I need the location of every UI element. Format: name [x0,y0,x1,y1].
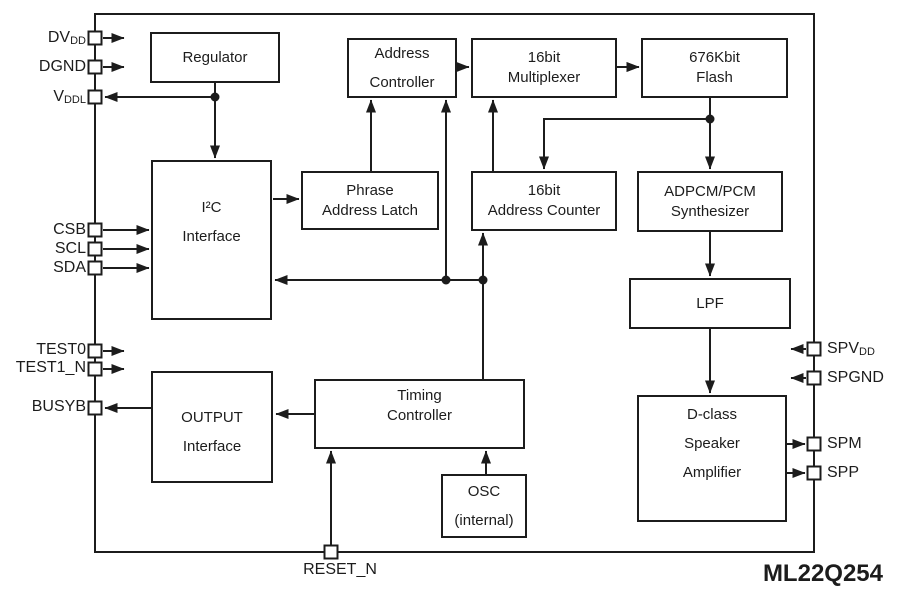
pin-label-dgnd: DGND [38,58,86,75]
pin-square-vddl [87,89,103,105]
block-label: 16bit [527,182,561,199]
block-output-interface: OUTPUT Interface [151,371,273,483]
junction-dot [705,114,715,124]
pin-label-csb: CSB [53,221,86,238]
block-16bit-address-counter: 16bit Address Counter [471,171,617,231]
block-regulator: Regulator [150,32,280,83]
pin-squares [87,30,822,560]
block-label: Phrase [346,181,394,199]
pin-square-spvdd [806,341,822,357]
pin-square-spgnd [806,370,822,386]
pin-square-test1n [87,361,103,377]
block-label: Synthesizer [670,202,750,220]
block-label: Multiplexer [507,69,581,86]
block-label: Controller [386,407,453,424]
pin-label-sda: SDA [53,259,86,276]
block-osc: OSC (internal) [441,474,527,538]
block-label: 676Kbit [689,49,740,66]
wire-flash-counter [539,118,710,170]
pin-label-test1n: TEST1_N [15,359,86,376]
block-label: Address [374,45,430,62]
pin-label-spvdd: SPVDD [827,340,875,358]
block-phrase-address-latch: Phrase Address Latch [301,171,439,230]
block-dclass-amplifier: D-class Speaker Amplifier [637,395,787,522]
block-label: Speaker [684,435,740,452]
block-label: 16bit [527,49,561,66]
pin-square-dgnd [87,59,103,75]
block-label: Address Latch [322,201,418,219]
block-label: I²C [201,199,222,216]
pin-square-busyb [87,400,103,416]
block-label: Amplifier [682,464,742,481]
block-address-controller: Address Controller [347,38,457,98]
pin-square-resetn [323,544,339,560]
pin-square-sda [87,260,103,276]
block-16bit-multiplexer: 16bit Multiplexer [471,38,617,98]
pin-label-vddl: VDDL [53,88,86,106]
block-label: LPF [696,294,724,312]
block-timing-controller: Timing Controller [314,379,525,449]
junction-dots [210,92,715,285]
pin-label-spp: SPP [827,464,860,481]
block-676kbit-flash: 676Kbit Flash [641,38,788,98]
wires [103,33,806,545]
pin-square-scl [87,241,103,257]
block-label: Timing [397,387,442,404]
pin-square-test0 [87,343,103,359]
pin-label-resetn: RESET_N [303,561,377,578]
junction-dot [441,275,451,285]
block-label: Controller [369,74,435,91]
block-i2c-interface: I²C Interface [151,160,272,320]
pin-square-spm [806,436,822,452]
block-label: ADPCM/PCM [664,182,756,200]
block-label: OSC [467,483,501,500]
block-label: Regulator [182,48,248,66]
pin-square-spp [806,465,822,481]
pin-label-spm: SPM [827,435,862,452]
pin-label-spgnd: SPGND [827,369,884,386]
block-label: Interface [182,438,242,455]
pin-square-csb [87,222,103,238]
part-number: ML22Q254 [762,560,883,587]
pin-label-busyb: BUSYB [31,398,86,415]
block-label: OUTPUT [181,409,243,426]
pin-label-test0: TEST0 [36,341,86,358]
block-adpcm-synthesizer: ADPCM/PCM Synthesizer [637,171,783,232]
block-label: D-class [686,406,737,423]
pin-label-dvdd: DVDD [47,29,86,47]
block-lpf: LPF [629,278,791,329]
block-label: Flash [696,69,733,86]
junction-dot [478,275,488,285]
block-label: Interface [182,228,241,245]
block-label: (internal) [454,512,514,529]
pin-square-dvdd [87,30,103,46]
pin-label-scl: SCL [54,240,86,257]
block-label: Address Counter [487,202,601,219]
junction-dot [210,92,220,102]
